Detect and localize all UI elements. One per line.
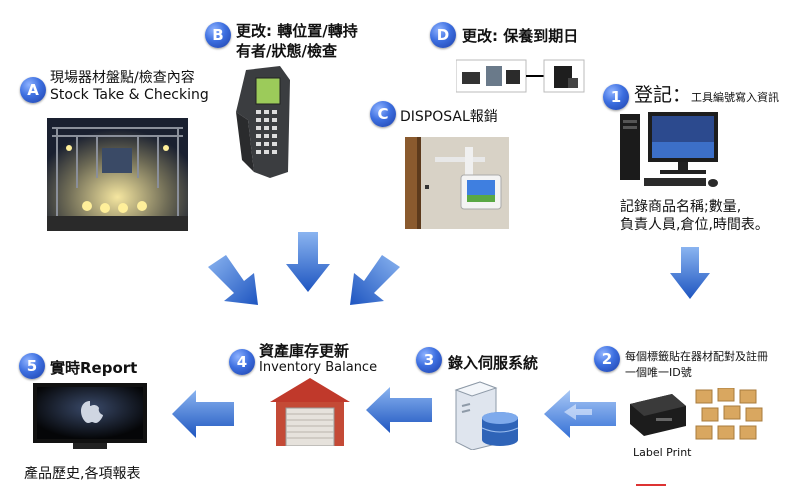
monitor-image — [33, 383, 147, 449]
stage-photo — [47, 118, 188, 231]
step-1-title-main: 登記： — [634, 84, 692, 106]
arrow-left-2 — [366, 387, 432, 433]
badge-4: 4 — [229, 349, 255, 375]
desktop-computer-image — [620, 112, 720, 194]
badge-1: 1 — [603, 84, 629, 110]
step-c-title: DISPOSAL報銷 — [400, 109, 498, 125]
badge-c: C — [370, 101, 396, 127]
step-b-title: 更改: 轉位置/轉持 — [236, 22, 358, 40]
badge-b: B — [205, 22, 231, 48]
step-5-caption: 產品歷史,各項報表 — [24, 466, 141, 482]
devices-image — [456, 58, 586, 94]
step-2-title: 每個標籤貼在器材配對及註冊 — [625, 350, 768, 363]
step-1-desc-line2: 負責人員,倉位,時間表。 — [620, 217, 769, 233]
handheld-scanner-image — [232, 60, 304, 182]
arrow-down-left — [200, 247, 266, 309]
step-5-title: 實時Report — [50, 359, 138, 377]
boxes-image — [694, 388, 766, 442]
badge-5: 5 — [19, 353, 45, 379]
step-4-title: 資產庫存更新 — [259, 342, 350, 360]
arrow-left-1 — [544, 390, 616, 438]
arrow-down-right — [342, 247, 408, 309]
arrow-left-3 — [172, 390, 234, 438]
badge-a: A — [20, 77, 46, 103]
step-4-subtitle: Inventory Balance — [259, 360, 378, 375]
disposal-photo — [405, 137, 509, 229]
divider-mark — [636, 484, 666, 486]
step-3-title: 錄入伺服系統 — [448, 354, 539, 372]
label-printer-image — [628, 392, 688, 436]
step-2-subtitle: 一個唯一ID號 — [625, 366, 692, 379]
step-a-title: 現場器材盤點/檢查內容 — [50, 70, 195, 86]
badge-3: 3 — [416, 347, 442, 373]
warehouse-image — [270, 378, 350, 446]
step-b-subtitle: 有者/狀態/檢查 — [236, 42, 337, 60]
server-database-image — [450, 380, 520, 450]
step-1-title: 登記：工具編號寫入資訊 — [634, 80, 779, 107]
arrow-down-center — [286, 232, 330, 294]
label-print-caption: Label Print — [633, 446, 692, 459]
badge-d: D — [430, 22, 456, 48]
step-1-title-sub: 工具編號寫入資訊 — [691, 91, 780, 104]
step-a-subtitle: Stock Take & Checking — [50, 87, 209, 103]
arrow-down-step1 — [670, 247, 710, 299]
step-d-title: 更改: 保養到期日 — [462, 27, 579, 45]
step-1-desc-line1: 記錄商品名稱;數量, — [620, 199, 742, 215]
badge-2: 2 — [594, 346, 620, 372]
